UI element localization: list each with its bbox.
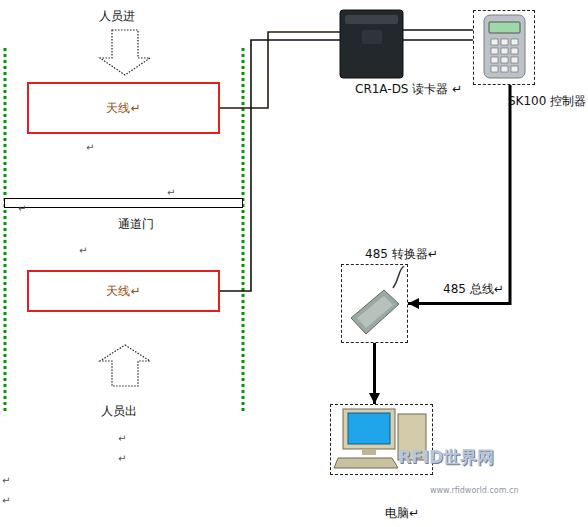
node-label: CR1A-DS 读卡器 ↵ bbox=[355, 82, 462, 96]
keyboard bbox=[334, 458, 398, 468]
reader-logo bbox=[362, 30, 382, 44]
paragraph-mark: ↵ bbox=[2, 474, 10, 487]
reader-device bbox=[340, 10, 403, 78]
connector bbox=[408, 85, 510, 304]
paragraph-mark: ↵ bbox=[18, 202, 26, 215]
direction-label: 人员出 bbox=[101, 404, 137, 419]
monitor-stand bbox=[362, 449, 376, 455]
antenna-box: 天线↵ bbox=[27, 270, 220, 312]
lane-line bbox=[242, 48, 245, 412]
controller: SK100 控制器 bbox=[470, 8, 588, 112]
converter-device bbox=[351, 290, 399, 334]
channel-gate: 通道门 bbox=[4, 198, 243, 234]
key bbox=[511, 48, 518, 54]
node-label: 天线↵ bbox=[27, 101, 220, 115]
paragraph-mark: ↵ bbox=[86, 141, 94, 154]
card-reader-outline bbox=[340, 10, 403, 78]
paragraph-mark: ↵ bbox=[2, 494, 10, 507]
key bbox=[501, 48, 508, 54]
key bbox=[511, 66, 518, 72]
key bbox=[501, 57, 508, 63]
controller-device bbox=[484, 15, 525, 78]
node-label: 485 转换器↵ bbox=[365, 247, 438, 261]
key bbox=[491, 48, 498, 54]
key bbox=[511, 39, 518, 45]
key bbox=[491, 39, 498, 45]
converter-face bbox=[357, 296, 393, 328]
key bbox=[491, 57, 498, 63]
edge-label: 485 总线↵ bbox=[443, 282, 504, 296]
card-reader: CR1A-DS 读卡器 ↵ bbox=[336, 8, 436, 104]
direction-label: 人员进 bbox=[99, 9, 135, 24]
watermark: RFID世界网 bbox=[398, 447, 494, 467]
connector bbox=[220, 32, 340, 108]
node-label: SK100 控制器 bbox=[508, 94, 586, 108]
paragraph-mark: ↵ bbox=[118, 452, 126, 465]
key bbox=[501, 66, 508, 72]
exit-arrow bbox=[100, 345, 150, 386]
connector bbox=[403, 30, 473, 40]
paragraph-mark: ↵ bbox=[79, 244, 87, 257]
paragraph-mark: ↵ bbox=[167, 186, 175, 199]
antenna-box: 天线↵ bbox=[27, 82, 220, 134]
watermark-url: www.rfidworld.com.cn bbox=[430, 485, 519, 496]
connector bbox=[220, 40, 340, 291]
computer-monitor bbox=[343, 409, 395, 449]
paragraph-mark: ↵ bbox=[118, 432, 126, 445]
node-label: 通道门 bbox=[118, 217, 154, 231]
lane-line bbox=[4, 48, 7, 412]
converter-cable bbox=[393, 266, 404, 288]
controller-screen bbox=[489, 22, 520, 33]
controller-outline bbox=[473, 10, 535, 85]
channel-gate-outline bbox=[4, 198, 243, 208]
key bbox=[511, 57, 518, 63]
reader-panel bbox=[345, 15, 398, 24]
node-label: 天线↵ bbox=[27, 284, 220, 298]
converter: 485 转换器↵ bbox=[341, 246, 437, 344]
entry-arrow bbox=[100, 30, 150, 75]
connector bbox=[373, 343, 376, 404]
keypad bbox=[491, 39, 518, 72]
key bbox=[501, 39, 508, 45]
converter-outline bbox=[341, 264, 408, 343]
computer-screen bbox=[348, 413, 390, 444]
key bbox=[491, 66, 498, 72]
node-label: 电脑↵ bbox=[385, 506, 419, 520]
